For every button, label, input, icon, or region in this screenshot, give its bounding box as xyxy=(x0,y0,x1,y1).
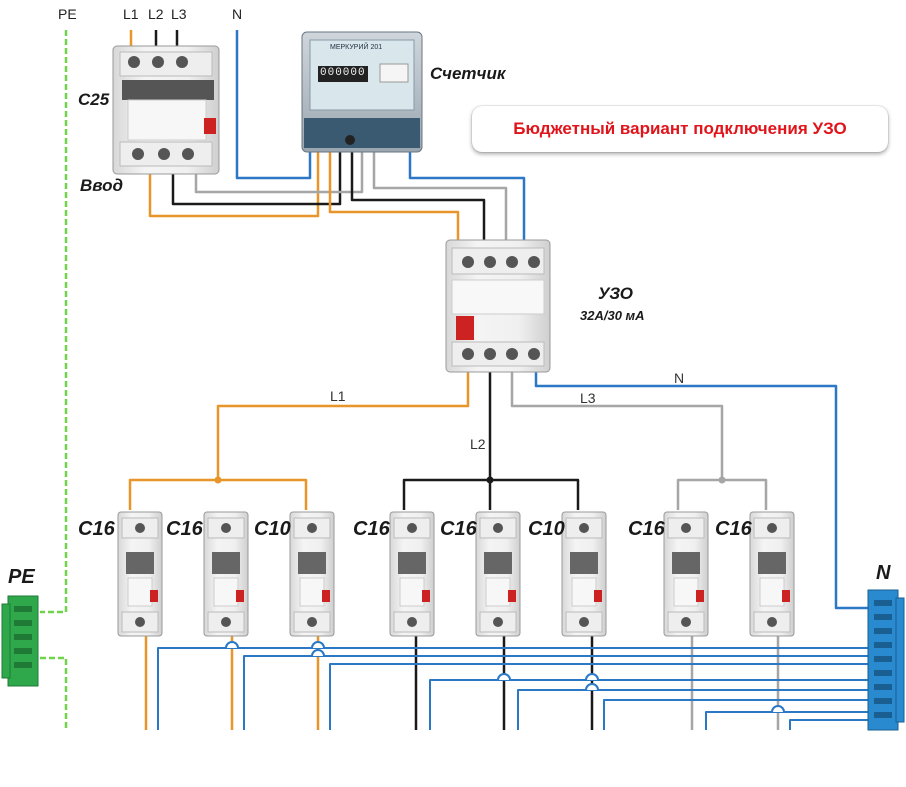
input-breaker-c25 xyxy=(112,45,220,175)
breaker-rating-6: C10 xyxy=(528,518,565,540)
n-return-2 xyxy=(243,655,868,730)
n-return-1 xyxy=(157,647,868,730)
breaker-row xyxy=(117,511,795,637)
pe-top-label: PE xyxy=(58,6,77,22)
l1-c25-meter xyxy=(148,150,320,218)
hop xyxy=(771,705,785,713)
n-bus-bar xyxy=(867,589,905,731)
l3-meter-rcd xyxy=(372,150,508,248)
title-banner: Бюджетный вариант подключения УЗО xyxy=(472,106,888,152)
l2-c25-meter xyxy=(171,150,342,206)
breaker-rating-7: C16 xyxy=(628,518,665,540)
meter-brand: МЕРКУРИЙ 201 xyxy=(330,44,383,51)
input-breaker-rating: C25 xyxy=(78,90,110,109)
n-return-7 xyxy=(705,711,868,730)
hop xyxy=(585,673,599,681)
meter-caption: Счетчик xyxy=(430,64,506,83)
breaker-7 xyxy=(663,511,709,637)
wires xyxy=(40,30,868,730)
breaker-5 xyxy=(475,511,521,637)
breaker-rating-5: C16 xyxy=(440,518,477,540)
l1-bus xyxy=(128,478,308,510)
n-top-label: N xyxy=(232,6,243,22)
l3-top-label: L3 xyxy=(171,6,187,22)
wire-label-n: N xyxy=(674,370,685,386)
l3-c25-meter xyxy=(194,150,364,194)
hop xyxy=(225,641,239,649)
hop xyxy=(311,641,325,649)
n-feed xyxy=(235,30,312,180)
pe-wire xyxy=(40,30,68,614)
l1-meter-rcd xyxy=(328,150,460,248)
n-meter-rcd xyxy=(408,150,526,248)
l3-bus xyxy=(676,478,768,510)
wire-label-l3: L3 xyxy=(580,390,596,406)
breaker-8 xyxy=(749,511,795,637)
rcd-name: УЗО xyxy=(598,284,634,303)
breaker-rating-8: C16 xyxy=(715,518,752,540)
meter-display: 000000 xyxy=(320,67,366,79)
breaker-1 xyxy=(117,511,163,637)
n-return-3 xyxy=(329,663,868,730)
l3-distribution xyxy=(510,368,724,480)
wire-label-l1: L1 xyxy=(330,388,346,404)
hop xyxy=(497,673,511,681)
n-return-6 xyxy=(603,699,868,730)
breaker-rating-2: C16 xyxy=(166,518,203,540)
hop xyxy=(311,649,325,657)
n-return-5 xyxy=(517,689,868,730)
pe-bus-label: PE xyxy=(8,566,35,588)
n-bus-label: N xyxy=(876,562,891,584)
junction-l3 xyxy=(718,476,726,484)
rcd-rating: 32А/30 мА xyxy=(580,308,645,323)
breaker-rating-4: C16 xyxy=(353,518,390,540)
breaker-rating-1: C16 xyxy=(78,518,115,540)
hop xyxy=(585,683,599,691)
pe-wire-lower xyxy=(40,656,68,730)
input-breaker-caption: Ввод xyxy=(80,176,124,195)
n-return-4 xyxy=(429,679,868,730)
junction-l2 xyxy=(486,476,494,484)
n-return-8 xyxy=(789,719,868,730)
l2-top-label: L2 xyxy=(148,6,164,22)
pe-bus-bar xyxy=(1,595,39,687)
l2-meter-rcd xyxy=(350,150,486,248)
wire-label-l2: L2 xyxy=(470,436,486,452)
banner-text: Бюджетный вариант подключения УЗО xyxy=(513,119,847,138)
breaker-6 xyxy=(561,511,607,637)
breaker-3 xyxy=(289,511,335,637)
junction-l1 xyxy=(214,476,222,484)
energy-meter xyxy=(301,31,423,153)
breaker-rating-3: C10 xyxy=(254,518,291,540)
l1-top-label: L1 xyxy=(123,6,139,22)
rcd-device xyxy=(445,239,551,373)
breaker-4 xyxy=(389,511,435,637)
l1-distribution xyxy=(216,368,470,480)
n-distribution xyxy=(534,368,868,610)
breaker-2 xyxy=(203,511,249,637)
